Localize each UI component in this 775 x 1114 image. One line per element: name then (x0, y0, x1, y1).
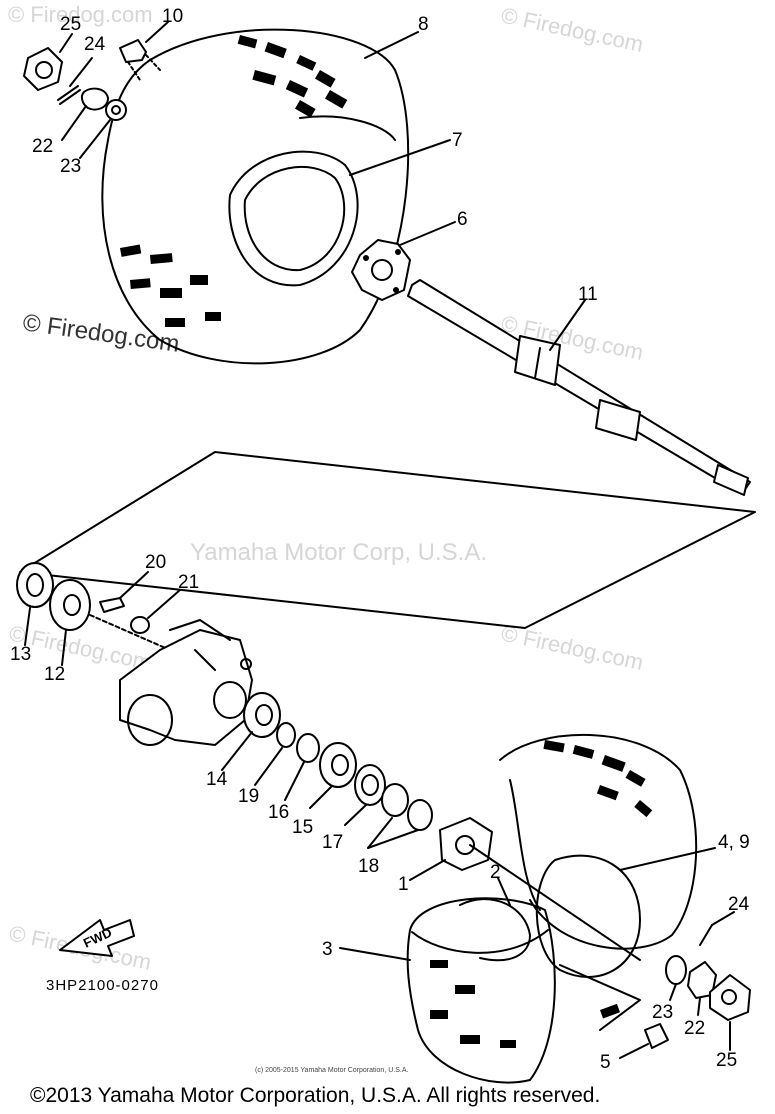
tire-sidewall-line (299, 115, 396, 141)
callout-13: 13 (10, 644, 31, 665)
watermark-firedog: © Firedog.com (499, 620, 646, 675)
callout-14: 14 (206, 769, 228, 790)
top-small-parts (23, 39, 161, 121)
oil-seal-13 (16, 562, 54, 608)
callout-24-bottom: 24 (728, 894, 750, 915)
rim-rear-top (228, 150, 359, 287)
tread-lugs-top (120, 35, 348, 327)
watermark-yamaha: Yamaha Motor Corp, U.S.A. (190, 539, 487, 566)
axle-thread-end (713, 464, 749, 496)
cotter-pin-top (57, 85, 81, 105)
part-code: 3HP2100-0270 (46, 977, 159, 994)
callout-11: 11 (578, 284, 598, 305)
tire-right-half (499, 733, 698, 950)
circlip-19 (276, 722, 296, 748)
callout-22: 22 (32, 136, 53, 157)
callout-labels: 25 10 24 22 23 8 7 6 11 20 21 13 12 14 1… (10, 6, 750, 1073)
tire-left-half (406, 897, 556, 1084)
rim-inner-bottom (459, 898, 531, 962)
hub-bottom-1 (439, 817, 493, 871)
watermark-firedog: © Firedog.com (499, 2, 646, 57)
fwd-arrow-shape (59, 919, 135, 957)
callout-25-bottom: 25 (716, 1050, 737, 1071)
collar-16 (296, 733, 320, 763)
rim-inner-top (243, 165, 346, 272)
top-tire-assembly (101, 28, 410, 365)
bearing-15 (319, 742, 357, 788)
axle-spline-section (595, 399, 641, 441)
tread-lugs-bottom (430, 740, 653, 1048)
callout-6: 6 (457, 209, 468, 230)
leader-lines (24, 21, 735, 1059)
callout-20: 20 (145, 552, 166, 573)
bearing-12 (49, 579, 91, 631)
callout-21: 21 (178, 572, 199, 593)
callout-8: 8 (418, 14, 429, 35)
hub-top-6 (351, 239, 411, 301)
axle-nut-top (23, 47, 63, 91)
rim-outer-bottom (535, 854, 641, 978)
callout-2: 2 (490, 862, 501, 883)
reference-frame-lines (19, 451, 756, 629)
callout-23: 23 (60, 156, 81, 177)
callout-12: 12 (44, 664, 65, 685)
callout-24: 24 (84, 34, 106, 55)
watermark-firedog: © Firedog.com (8, 2, 153, 27)
collar-top-10 (119, 39, 147, 63)
callout-22-bottom: 22 (684, 1018, 705, 1039)
callout-16: 16 (268, 802, 289, 823)
cotter-pin-bottom (699, 924, 713, 946)
washer-21 (130, 616, 150, 634)
fwd-arrow: FWD (59, 919, 135, 957)
callout-17: 17 (322, 832, 343, 853)
washer-bottom-23 (665, 955, 687, 985)
hub-and-axle (351, 239, 751, 496)
nut-top-22 (80, 87, 109, 111)
seal-18b (407, 799, 433, 831)
small-copyright: (c) 2005-2015 Yamaha Motor Corporation, … (255, 1067, 408, 1074)
bolt-20 (99, 597, 125, 613)
oil-seal-17 (354, 764, 386, 806)
callout-23-bottom: 23 (652, 1002, 673, 1023)
footer-copyright: ©2013 Yamaha Motor Corporation, U.S.A. A… (30, 1084, 600, 1107)
seal-18a (381, 783, 409, 817)
axle-shaft-11 (407, 279, 751, 495)
callout-4-9: 4, 9 (718, 832, 750, 853)
callout-19: 19 (238, 786, 259, 807)
watermark-firedog-dark: © Firedog.com (21, 309, 181, 358)
callout-15: 15 (292, 817, 313, 838)
callout-1: 1 (398, 874, 409, 895)
callout-5: 5 (600, 1052, 611, 1073)
tire-outline-top (101, 28, 410, 365)
callout-25: 25 (60, 14, 81, 35)
washer-top-23 (105, 99, 127, 121)
axle-housing-parts (16, 562, 493, 871)
callout-18: 18 (358, 856, 379, 877)
bearing-14 (243, 692, 281, 738)
callout-7: 7 (452, 130, 463, 151)
callout-10: 10 (162, 6, 183, 27)
callout-3: 3 (322, 939, 333, 960)
collar-bottom-5 (644, 1023, 669, 1049)
axle-nut-bottom (709, 974, 751, 1021)
